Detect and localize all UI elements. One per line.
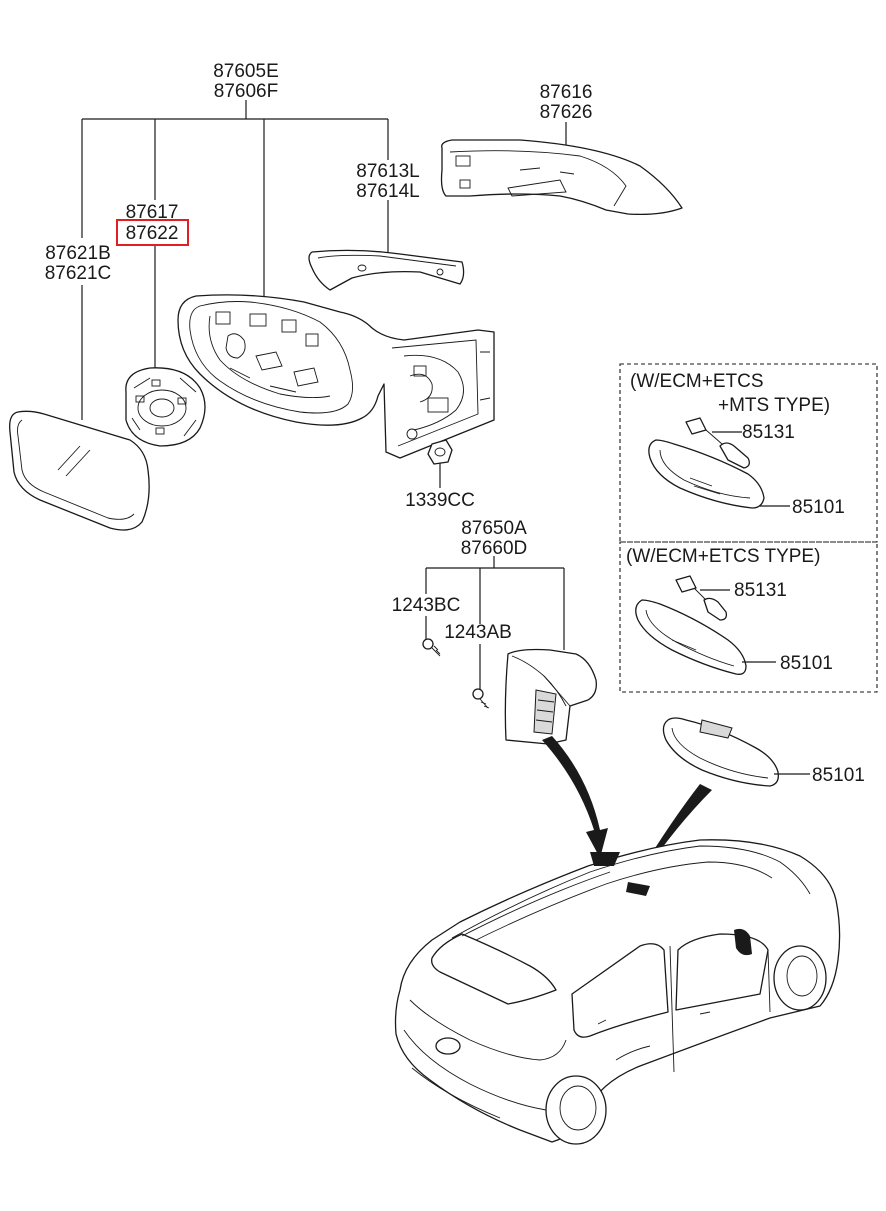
label-cover-1: 87616 <box>540 82 593 103</box>
label-glass-1: 87621B <box>45 243 111 264</box>
option-box-ecm-etcs: (W/ECM+ETCS TYPE) 85131 85101 <box>619 541 878 693</box>
label-screw-b: 1243AB <box>444 622 512 643</box>
car-illustration <box>394 839 841 1145</box>
label-screw-a: 1243BC <box>392 595 461 616</box>
label-actuator-2: 87622 <box>126 223 179 244</box>
label-mirror-assy-1: 87605E <box>213 61 279 82</box>
mirror-housing-part <box>177 294 495 459</box>
option-2-title: (W/ECM+ETCS TYPE) <box>626 546 820 567</box>
label-inside-mirror-1: 87650A <box>461 518 527 539</box>
top-labels: 87605E 87606F 87616 87626 87613L 87614L … <box>45 61 593 511</box>
label-85101-bottom: 85101 <box>812 765 865 786</box>
label-inside-mirror-2: 87660D <box>461 538 528 559</box>
actuator-part <box>125 367 206 447</box>
screw-b-part <box>472 688 490 709</box>
inside-mirror-part <box>662 717 810 787</box>
label-mirror-assy-2: 87606F <box>214 81 278 102</box>
label-actuator-1: 87617 <box>126 202 179 223</box>
mirror-cover-part <box>440 139 683 216</box>
mirror-glass-part <box>9 410 150 531</box>
highlight-box <box>116 219 189 246</box>
side-lamp-part <box>308 249 465 291</box>
nut-part <box>427 439 453 465</box>
option-1-title-line2: +MTS TYPE) <box>718 395 830 416</box>
option-1-title-line1: (W/ECM+ETCS <box>630 371 764 392</box>
inside-mirror-cover-part <box>504 648 597 745</box>
label-cover-2: 87626 <box>540 102 593 123</box>
screw-a-part <box>422 638 441 657</box>
label-nut: 1339CC <box>405 490 475 511</box>
option-2-part-b: 85101 <box>780 653 833 674</box>
option-1-part-a: 85131 <box>742 422 795 443</box>
option-box-ecm-etcs-mts: (W/ECM+ETCS +MTS TYPE) 85131 85101 <box>619 363 878 543</box>
option-2-part-a: 85131 <box>734 580 787 601</box>
label-lamp-1: 87613L <box>356 161 419 182</box>
label-glass-2: 87621C <box>45 263 112 284</box>
inside-cover-leaders <box>425 556 565 690</box>
label-lamp-2: 87614L <box>356 181 419 202</box>
option-1-part-b: 85101 <box>792 497 845 518</box>
